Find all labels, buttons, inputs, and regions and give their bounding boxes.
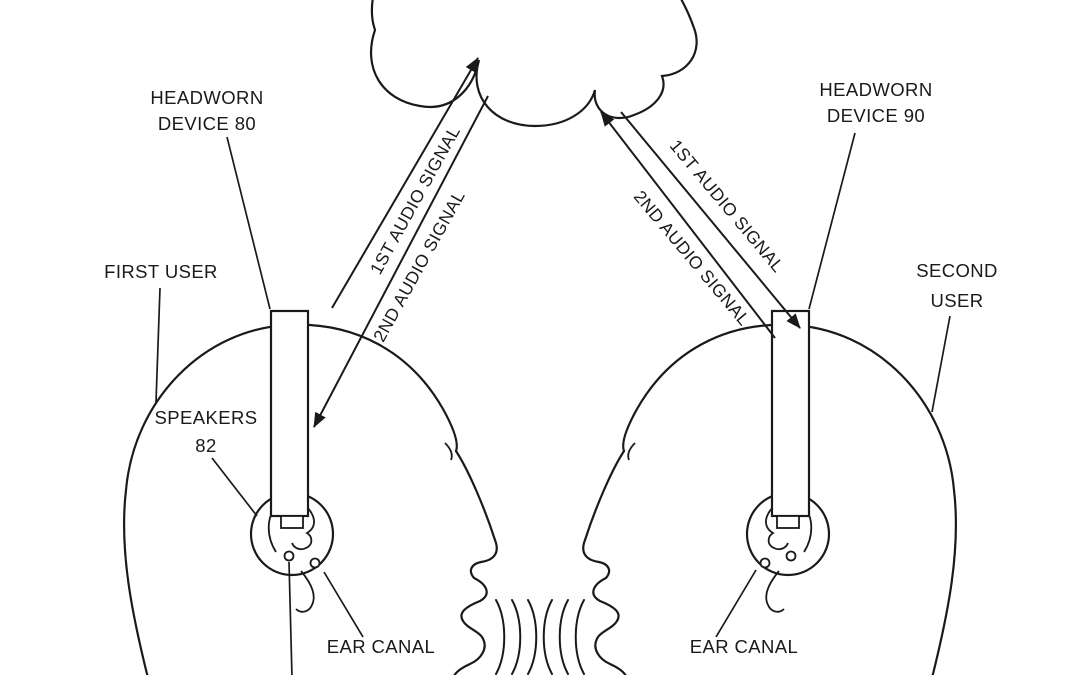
second-audio-signal-arrow-left xyxy=(313,95,489,428)
headworn-device-80-label-line1: HEADWORN xyxy=(150,87,263,108)
leader-lines xyxy=(155,132,951,675)
second-user-label-line1: SECOND xyxy=(916,260,998,281)
second-user-label-line2: USER xyxy=(931,290,984,311)
speaker-driver xyxy=(280,515,304,529)
sound-wave-arc xyxy=(495,599,506,675)
first-audio-signal-arrow-left xyxy=(331,57,479,309)
speakers-82-label-line1: SPEAKERS xyxy=(155,407,258,428)
first-user-label: FIRST USER xyxy=(104,261,218,282)
leader-ear-canal-left xyxy=(323,571,364,638)
leader-headworn-device-80 xyxy=(226,136,271,310)
ear-canal-dot xyxy=(309,557,321,569)
sound-waves xyxy=(495,599,585,675)
first-audio-signal-arrow-right xyxy=(620,111,801,329)
earlobe-curve xyxy=(295,570,315,613)
brow-line xyxy=(444,442,453,461)
speakers-82-label-line2: 82 xyxy=(195,435,216,456)
first-user-figure xyxy=(122,309,498,675)
second-user-figure xyxy=(582,309,958,675)
headworn-device-90-label-line1: HEADWORN xyxy=(819,79,932,100)
leader-ear-canal-down xyxy=(288,561,293,675)
second-audio-signal-arrow-right xyxy=(600,111,776,339)
headworn-device-80-label-line2: DEVICE 80 xyxy=(158,113,256,134)
leader-speakers-82 xyxy=(211,457,258,517)
sound-wave-arc xyxy=(511,599,522,675)
speaker-port-dot xyxy=(283,550,295,562)
signal-arrows xyxy=(313,57,801,428)
headworn-device-band xyxy=(269,309,310,518)
leader-first-user xyxy=(155,287,161,403)
user-head-outline xyxy=(122,323,498,675)
leader-ear-canal-right xyxy=(715,569,757,638)
headworn-device-90-label-line2: DEVICE 90 xyxy=(827,105,925,126)
network-cloud xyxy=(369,0,698,128)
sound-wave-arc xyxy=(542,599,553,675)
sound-wave-arc xyxy=(558,599,569,675)
sound-wave-arc xyxy=(574,599,585,675)
ear-canal-label-left: EAR CANAL xyxy=(327,636,435,657)
leader-headworn-device-90 xyxy=(808,132,856,310)
ear-canal-label-right: EAR CANAL xyxy=(690,636,798,657)
sound-wave-arc xyxy=(527,599,538,675)
leader-second-user xyxy=(931,315,951,413)
